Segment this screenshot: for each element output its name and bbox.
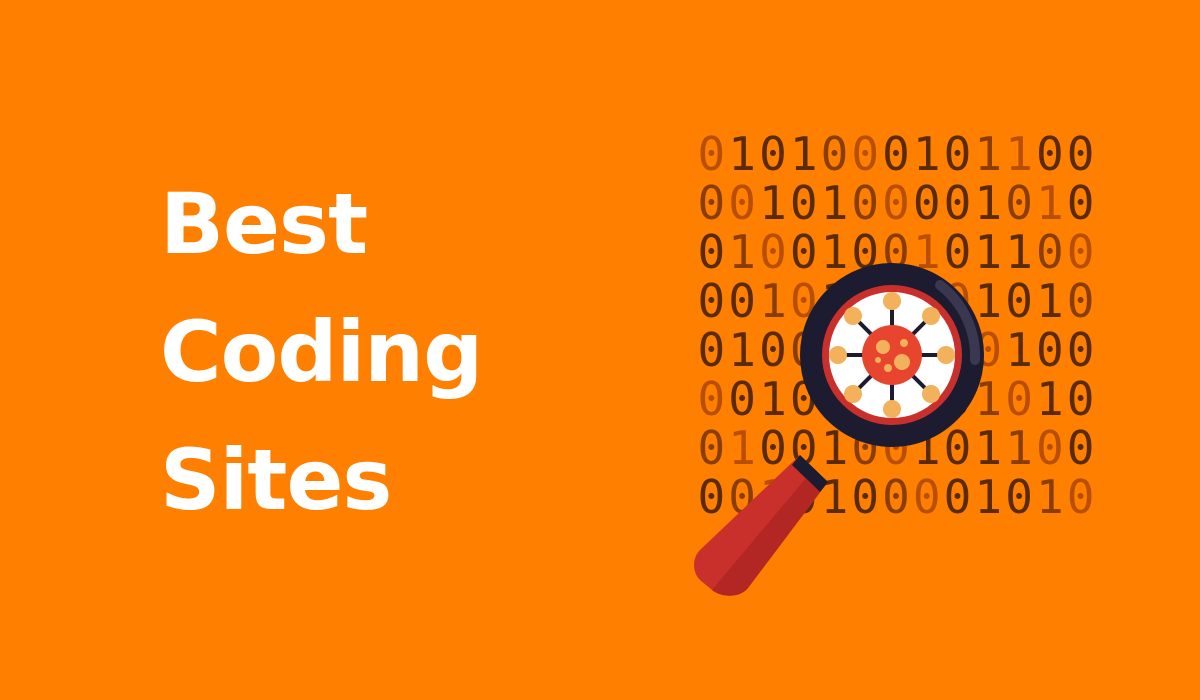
binary-digit: 0 bbox=[912, 470, 941, 524]
binary-digit: 0 bbox=[697, 274, 726, 328]
binary-digit: 1 bbox=[728, 127, 756, 181]
binary-digit: 1 bbox=[974, 421, 1003, 475]
binary-digit: 0 bbox=[1066, 421, 1095, 475]
binary-digit: 0 bbox=[728, 372, 756, 426]
binary-digit: 0 bbox=[943, 421, 972, 475]
binary-digit: 0 bbox=[1035, 225, 1064, 279]
virus-icon bbox=[829, 292, 955, 418]
magnifying-glass-icon bbox=[694, 263, 984, 596]
binary-digit: 0 bbox=[697, 323, 726, 377]
binary-digit: 1 bbox=[728, 323, 756, 377]
title-line-1: Best bbox=[160, 175, 368, 273]
binary-digit: 1 bbox=[1035, 372, 1064, 426]
binary-digit: 1 bbox=[974, 127, 1003, 181]
binary-digit: 1 bbox=[1035, 470, 1064, 524]
binary-digit: 1 bbox=[1005, 127, 1033, 181]
binary-digit: 0 bbox=[728, 176, 756, 230]
binary-digit: 0 bbox=[789, 176, 818, 230]
binary-digit: 0 bbox=[943, 225, 972, 279]
binary-digit: 0 bbox=[728, 274, 756, 328]
binary-digit: 0 bbox=[697, 470, 726, 524]
binary-digit: 0 bbox=[1066, 274, 1095, 328]
binary-digit: 0 bbox=[851, 470, 880, 524]
binary-digit: 0 bbox=[759, 323, 787, 377]
binary-digit: 0 bbox=[1066, 225, 1095, 279]
binary-digit: 0 bbox=[943, 176, 972, 230]
binary-digit: 0 bbox=[697, 421, 726, 475]
binary-digit: 0 bbox=[882, 127, 910, 181]
binary-digit: 1 bbox=[912, 127, 941, 181]
binary-digit: 0 bbox=[759, 225, 787, 279]
binary-digit: 1 bbox=[1005, 421, 1033, 475]
binary-digit: 1 bbox=[728, 225, 756, 279]
binary-digit: 0 bbox=[882, 176, 910, 230]
binary-digit: 1 bbox=[759, 176, 787, 230]
binary-digit: 0 bbox=[1005, 470, 1033, 524]
binary-digit: 0 bbox=[697, 372, 726, 426]
binary-digit: 0 bbox=[1005, 274, 1033, 328]
binary-digit: 0 bbox=[697, 225, 726, 279]
binary-digit: 0 bbox=[882, 470, 910, 524]
binary-digit: 1 bbox=[759, 372, 787, 426]
binary-digit: 0 bbox=[943, 127, 972, 181]
binary-digit: 1 bbox=[1005, 225, 1033, 279]
binary-digit: 0 bbox=[1035, 127, 1064, 181]
title-line-2: Coding bbox=[160, 303, 483, 401]
binary-digit: 0 bbox=[943, 470, 972, 524]
binary-digit: 0 bbox=[759, 127, 787, 181]
binary-digit: 1 bbox=[820, 176, 849, 230]
binary-digit: 0 bbox=[1005, 176, 1033, 230]
binary-digit: 1 bbox=[1005, 323, 1033, 377]
binary-digit: 1 bbox=[974, 176, 1003, 230]
binary-digit: 0 bbox=[912, 176, 941, 230]
binary-digit: 1 bbox=[1035, 274, 1064, 328]
title-block: Best Coding Sites bbox=[160, 160, 580, 544]
binary-digit: 0 bbox=[1035, 421, 1064, 475]
binary-digit: 0 bbox=[1066, 470, 1095, 524]
binary-digit: 0 bbox=[1066, 176, 1095, 230]
magnifier-handle bbox=[694, 455, 828, 596]
binary-digit: 0 bbox=[697, 127, 726, 181]
binary-digit: 1 bbox=[974, 274, 1003, 328]
binary-digit: 0 bbox=[789, 225, 818, 279]
binary-digit: 1 bbox=[789, 127, 818, 181]
binary-digit: 1 bbox=[1035, 176, 1064, 230]
binary-digit: 0 bbox=[851, 127, 880, 181]
binary-digit: 0 bbox=[759, 421, 787, 475]
binary-digit: 0 bbox=[1005, 372, 1033, 426]
binary-digit: 0 bbox=[1066, 372, 1095, 426]
binary-digit: 0 bbox=[820, 127, 849, 181]
binary-digit: 0 bbox=[851, 176, 880, 230]
binary-digit: 1 bbox=[759, 274, 787, 328]
binary-digit: 1 bbox=[728, 421, 756, 475]
binary-digit: 1 bbox=[974, 470, 1003, 524]
binary-digit: 0 bbox=[1035, 323, 1064, 377]
title-line-3: Sites bbox=[160, 431, 392, 529]
binary-digit: 0 bbox=[1066, 323, 1095, 377]
binary-digit: 1 bbox=[974, 225, 1003, 279]
binary-digit: 0 bbox=[1066, 127, 1095, 181]
binary-digit: 0 bbox=[697, 176, 726, 230]
binary-digit: 1 bbox=[820, 225, 849, 279]
